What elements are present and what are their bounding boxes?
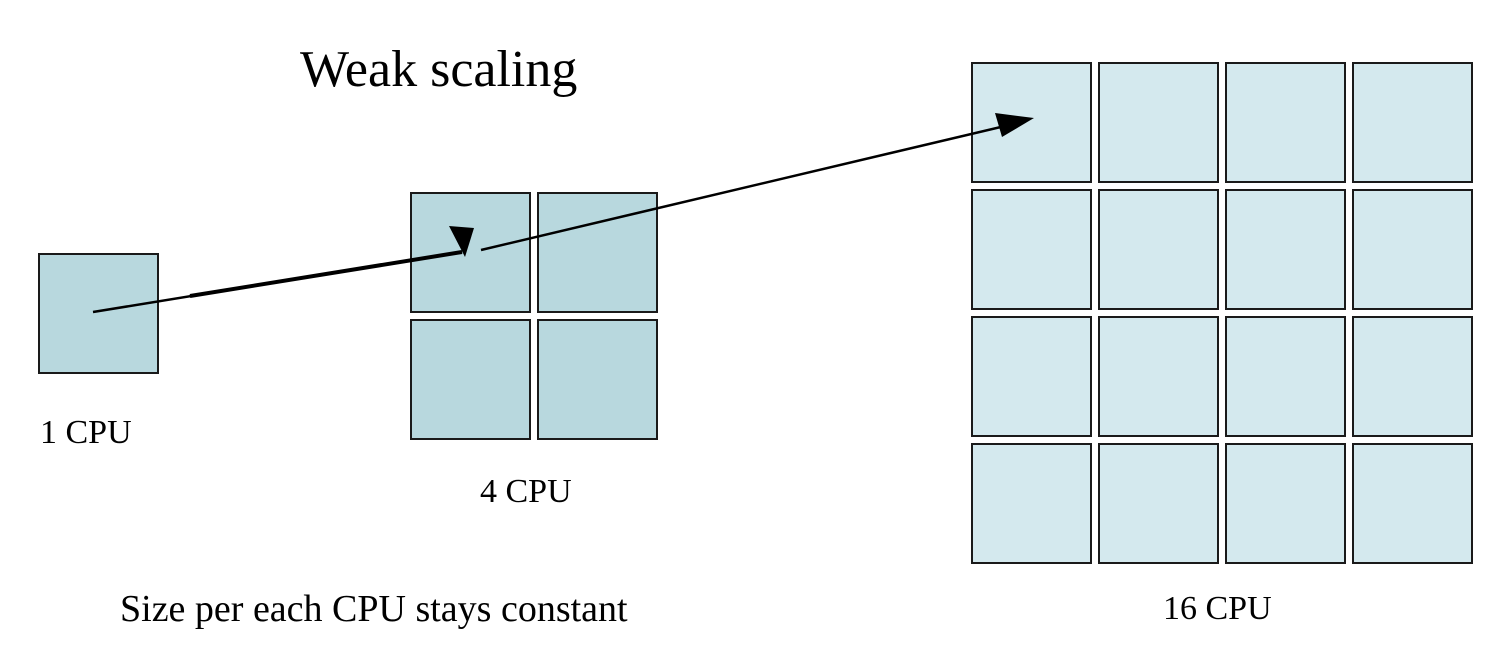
grid-16-cpu [971,62,1473,564]
grid-1-cpu [38,253,159,374]
cpu-block [1225,62,1346,183]
cpu-block [1352,443,1473,564]
cpu-block [1225,189,1346,310]
grid-4-cpu [410,192,658,440]
cpu-block [1225,443,1346,564]
cpu-block [971,316,1092,437]
cpu-block [1098,189,1219,310]
cpu-block [537,319,658,440]
cpu-block [1098,443,1219,564]
cpu-block [1352,62,1473,183]
arrow-1-to-4-shaft-bold [189,250,463,298]
label-16-cpu: 16 CPU [1163,590,1272,627]
cpu-block [1352,189,1473,310]
cpu-block [1098,62,1219,183]
label-1-cpu: 1 CPU [40,414,132,451]
cpu-block [410,192,531,313]
cpu-block [410,319,531,440]
arrow-4-to-16-head [995,113,1034,137]
cpu-block [971,189,1092,310]
diagram-title: Weak scaling [300,41,578,98]
label-4-cpu: 4 CPU [480,473,572,510]
cpu-block [1225,316,1346,437]
cpu-block [971,62,1092,183]
arrow-4-to-16-shaft [480,124,1006,252]
cpu-block [1098,316,1219,437]
cpu-block [1352,316,1473,437]
cpu-block [38,253,159,374]
cpu-block [971,443,1092,564]
caption-text: Size per each CPU stays constant [120,588,628,630]
arrow-1-to-4-head [449,226,474,257]
